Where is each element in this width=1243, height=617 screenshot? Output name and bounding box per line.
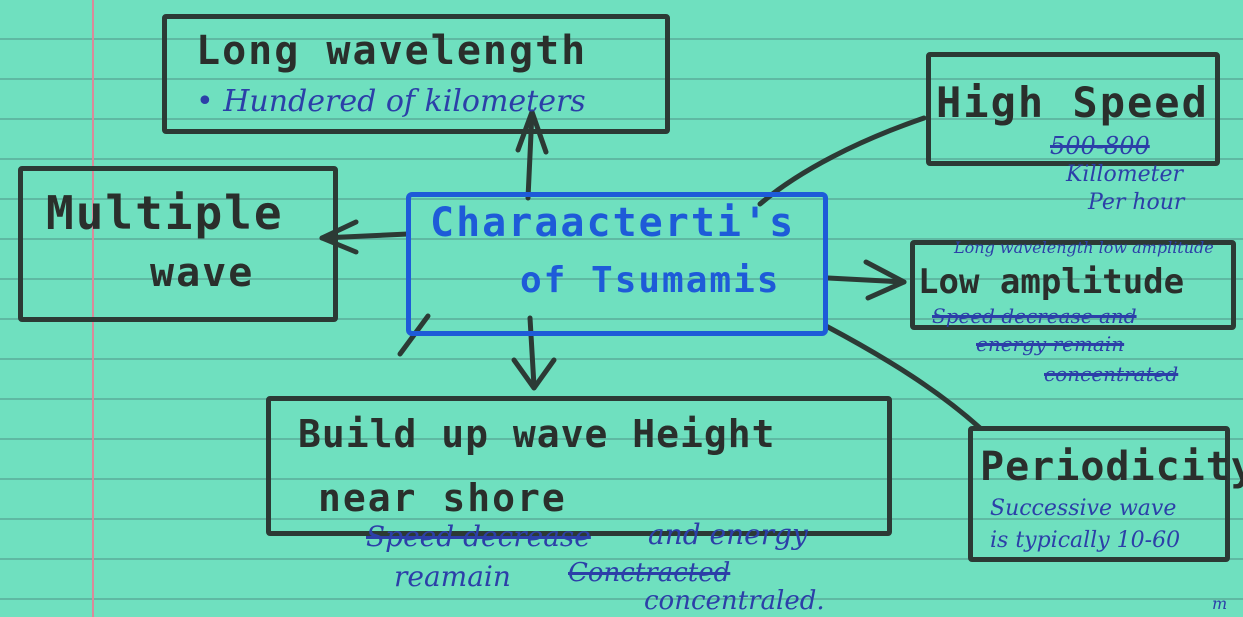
low-amplitude-note-3: concentrated: [1044, 362, 1179, 386]
arrowhead-build-up: [511, 357, 557, 391]
high-speed-note-per: Per hour: [1088, 190, 1185, 215]
periodicity-title: Periodicity: [980, 444, 1243, 490]
low-amplitude-note-1: Speed decrease and: [932, 304, 1137, 328]
arrowhead-long-wavelength: [515, 109, 549, 155]
low-amplitude-title: Low amplitude: [918, 262, 1185, 302]
long-wavelength-box: [162, 14, 670, 134]
periodicity-note-2: is typically 10-60: [990, 528, 1181, 553]
margin-line: [92, 0, 94, 617]
build-up-line1: Build up wave Height: [298, 412, 776, 456]
high-speed-note-unit: Killometer: [1066, 162, 1184, 187]
build-up-note-energy: and energy: [648, 518, 808, 551]
high-speed-note-struck: 500-800: [1050, 132, 1150, 160]
center-title-line1: Charaacterti's: [430, 200, 796, 246]
build-up-note-struck-2: Conctracted: [568, 558, 731, 588]
link-long-wavelength: [525, 109, 535, 201]
periodicity-note-3: m: [1212, 594, 1228, 613]
multiple-wave-line2: wave: [150, 250, 255, 296]
center-node-box: [406, 192, 828, 336]
low-amplitude-note-top: Long wavelength low amplitude: [954, 238, 1214, 257]
long-wavelength-title: Long wavelength: [196, 28, 588, 74]
arrowhead-low-amplitude: [863, 259, 907, 301]
link-periodicity: [823, 323, 983, 431]
periodicity-note-1: Successive wave: [990, 496, 1177, 521]
build-up-box: [266, 396, 892, 536]
build-up-note-remain: reamain: [394, 560, 511, 593]
center-title-line2: of Tsumamis: [520, 260, 781, 301]
high-speed-box: [926, 52, 1220, 166]
multiple-wave-box: [18, 166, 338, 322]
low-amplitude-note-2: energy remain: [976, 332, 1125, 356]
high-speed-title: High Speed: [936, 78, 1209, 127]
link-build-up: [527, 315, 537, 389]
long-wavelength-note: • Hundered of kilometers: [196, 84, 586, 119]
build-up-note-struck: Speed decrease: [366, 520, 591, 553]
periodicity-box: [968, 426, 1230, 562]
build-up-line2: near shore: [318, 476, 567, 520]
low-amplitude-box: [910, 240, 1236, 330]
arrowhead-multiple-wave: [319, 219, 359, 255]
build-up-note-concentrated: concentraled.: [644, 586, 825, 616]
link-low-amplitude: [825, 275, 907, 285]
multiple-wave-line1: Multiple: [46, 186, 284, 240]
